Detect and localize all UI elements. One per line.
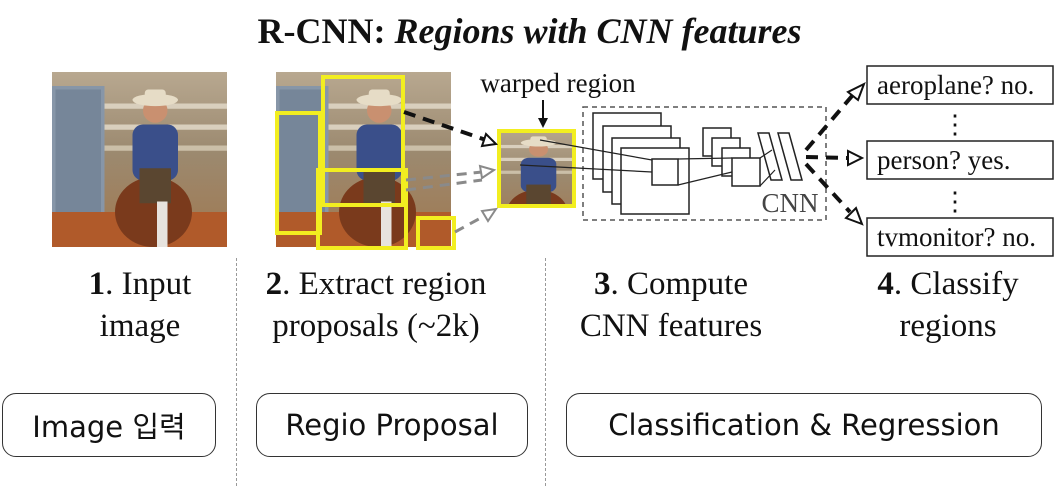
step-2-caption: 2. Extract region proposals (~2k)	[236, 263, 516, 347]
step-text: . Extract region	[282, 266, 487, 302]
diagram-title: R-CNN: Regions with CNN features	[0, 10, 1059, 52]
title-prefix: R-CNN:	[257, 11, 395, 51]
class-box-tvmonitor	[866, 217, 1054, 257]
class-label-tvmonitor: tvmonitor? no.	[877, 222, 1036, 252]
divider-1	[236, 258, 237, 486]
step-number: 2	[265, 266, 283, 302]
ellipsis-1: ⋮	[942, 110, 968, 139]
title-italic: Regions with CNN features	[394, 11, 802, 51]
warp-arrows	[403, 110, 499, 234]
ellipsis-2: ⋮	[942, 187, 968, 216]
pill-region-proposal: Regio Proposal	[256, 393, 528, 457]
input-image	[52, 72, 227, 247]
cnn-label: CNN	[761, 188, 818, 218]
step-text: . Input	[105, 266, 192, 302]
warped-region	[497, 129, 576, 208]
pill-classification-regression: Classification & Regression	[566, 393, 1042, 457]
class-outputs: aeroplane? no. ⋮ person? yes. ⋮ tvmonito…	[866, 65, 1054, 257]
cnn-dashed-box	[582, 106, 827, 221]
class-box-person	[866, 140, 1054, 180]
step-3-caption: 3. Compute CNN features	[546, 263, 796, 347]
proposal-box-rider	[321, 75, 405, 207]
class-box-aeroplane	[866, 65, 1054, 105]
step-number: 3	[594, 266, 611, 302]
classify-arrows	[804, 81, 866, 226]
divider-2	[545, 258, 546, 486]
pill-image-input: Image 입력	[2, 393, 216, 457]
proposal-box-lower	[316, 168, 408, 250]
step-text: CNN features	[579, 308, 763, 344]
proposal-box-small	[416, 216, 456, 250]
region-proposal-boxes	[275, 75, 456, 250]
step-text: . Classify	[893, 266, 1019, 302]
cnn-connections	[519, 139, 776, 187]
step-number: 4	[877, 266, 894, 302]
step-text: image	[99, 308, 181, 344]
step-text: proposals (~2k)	[272, 308, 480, 344]
step-text: . Compute	[610, 266, 749, 302]
step-1-caption: 1. Input image	[40, 263, 240, 347]
class-label-aeroplane: aeroplane? no.	[877, 70, 1034, 100]
step-4-caption: 4. Classify regions	[838, 263, 1058, 347]
proposal-image	[276, 72, 451, 247]
step-text: regions	[899, 308, 997, 344]
warped-label-pointer-head	[538, 118, 548, 128]
warped-region-label: warped region	[480, 68, 636, 98]
step-number: 1	[88, 266, 106, 302]
class-label-person: person? yes.	[877, 145, 1010, 175]
cnn-layers	[592, 112, 803, 215]
